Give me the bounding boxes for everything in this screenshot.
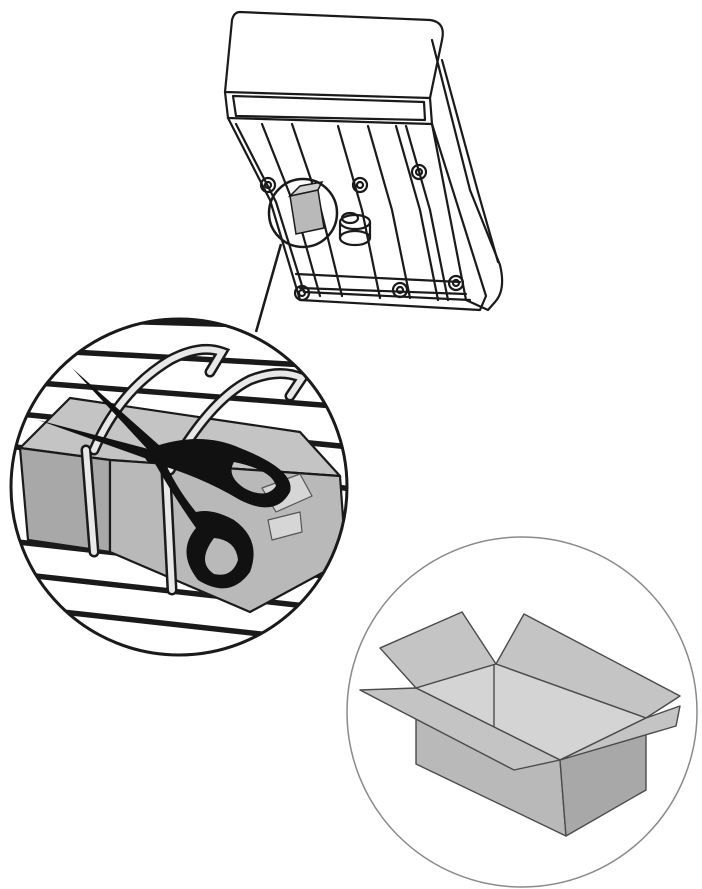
scissors-icon bbox=[38, 368, 291, 589]
callout-circle-small bbox=[267, 177, 339, 249]
appliance-base-frame bbox=[226, 116, 488, 312]
packed-accessory-small bbox=[287, 180, 325, 235]
scissors-handle-lower bbox=[154, 456, 254, 589]
scissors-blade-lower bbox=[38, 420, 152, 460]
appliance-feet bbox=[259, 163, 465, 302]
box-flap-right bbox=[559, 705, 681, 761]
appliance-top-housing bbox=[223, 10, 444, 100]
appliance-side-panel bbox=[430, 38, 504, 312]
box-circle bbox=[346, 536, 698, 888]
zoom-circle bbox=[9, 317, 349, 657]
appliance-underside bbox=[223, 10, 504, 312]
callout-connector bbox=[254, 243, 283, 333]
open-cardboard-box bbox=[359, 611, 681, 837]
scissors-handle-upper bbox=[150, 439, 291, 508]
scissors-blade-upper bbox=[72, 368, 160, 452]
